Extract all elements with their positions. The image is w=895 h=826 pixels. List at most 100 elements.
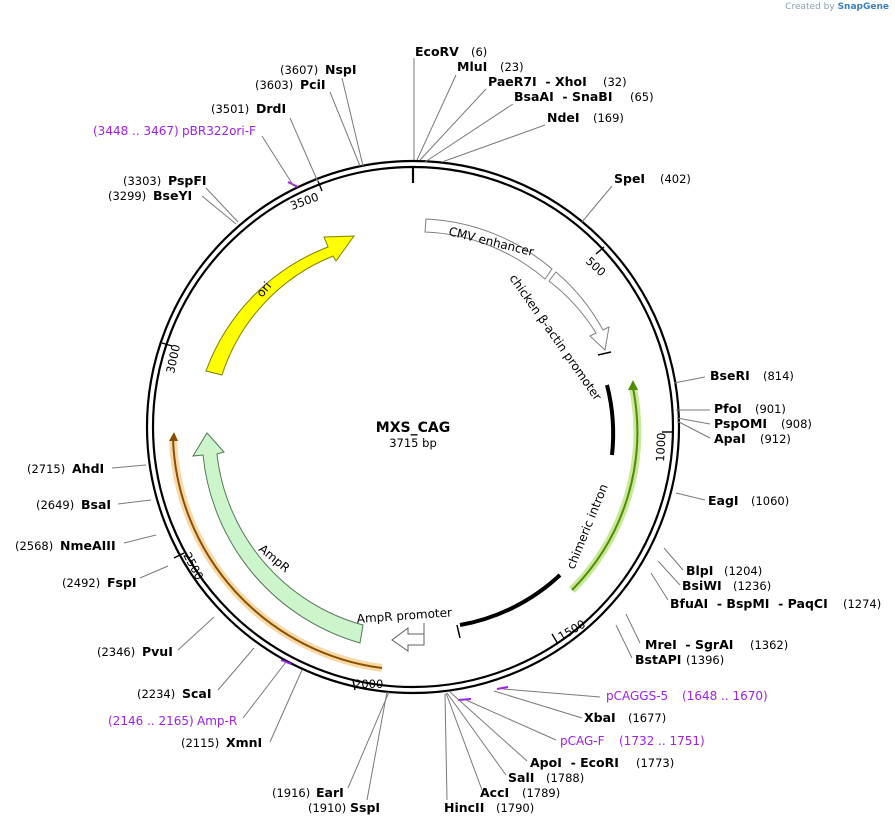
site-position: (1773) bbox=[636, 756, 674, 770]
site-label-sali: SalI (1788) bbox=[508, 770, 584, 785]
site-position: (1060) bbox=[751, 494, 789, 508]
site-label-bfuai: BfuAI - BspMI - PaqCI(1274) bbox=[670, 596, 881, 611]
intron-end-tick bbox=[456, 624, 461, 639]
site-name: MreI - SgrAI bbox=[645, 637, 733, 652]
site-name: XmnI bbox=[226, 735, 262, 750]
site-name: DrdI bbox=[256, 101, 286, 116]
ampr-promoter-arrow bbox=[391, 623, 425, 652]
primer-label-pcaggs: pCAGGS-5(1648 .. 1670) bbox=[606, 689, 768, 703]
primer-name: pCAG-F bbox=[560, 734, 605, 748]
site-label-bsiwi: BsiWI(1236) bbox=[682, 578, 771, 593]
site-label-eari: (1916) EarI bbox=[272, 785, 344, 800]
actin-promoter-arrow bbox=[548, 271, 610, 351]
site-name: AhdI bbox=[72, 461, 104, 476]
site-position: (2568) bbox=[15, 539, 53, 553]
site-label-pspfi: (3303)PspFI bbox=[123, 173, 207, 188]
site-position: (65) bbox=[630, 90, 654, 104]
site-label-mrei: MreI - SgrAI (1362) bbox=[645, 637, 788, 652]
leader-pcii bbox=[329, 91, 361, 167]
site-name: EarI bbox=[316, 785, 344, 800]
tick-500 bbox=[595, 246, 605, 255]
leader-hincii bbox=[444, 693, 448, 801]
credit-prefix: Created by bbox=[785, 2, 835, 12]
site-label-scai: (2234)ScaI bbox=[137, 686, 212, 701]
site-label-bstapi: BstAPI(1396) bbox=[635, 652, 724, 667]
site-position: (3299) bbox=[108, 189, 146, 203]
plasmid-length: 3715 bp bbox=[389, 436, 437, 450]
site-position: (1788) bbox=[546, 771, 584, 785]
site-position: (32) bbox=[603, 75, 627, 89]
leader-lines bbox=[111, 58, 711, 801]
ori-arrow bbox=[205, 235, 356, 376]
site-name: AccI bbox=[480, 785, 509, 800]
backbone-inner-ring bbox=[151, 165, 675, 689]
site-label-acci: AccI(1789) bbox=[480, 785, 560, 800]
site-position: (908) bbox=[781, 417, 812, 431]
site-name: ApaI bbox=[714, 431, 746, 446]
site-position: (3603) bbox=[255, 78, 293, 92]
tick-label-1000: 1000 bbox=[653, 432, 669, 462]
site-name: BsaAI - SnaBI bbox=[514, 89, 613, 104]
site-name: ScaI bbox=[182, 686, 212, 701]
site-position: (1916) bbox=[272, 786, 310, 800]
tick-3000 bbox=[161, 342, 173, 347]
actin-promoter-label: chicken β-actin promoter bbox=[507, 272, 605, 403]
site-position: (1910) bbox=[308, 801, 346, 815]
site-name: SalI bbox=[508, 770, 534, 785]
site-label-sspi: (1910) SspI bbox=[308, 800, 380, 815]
site-position: (1362) bbox=[750, 638, 788, 652]
primer-range: (1732 .. 1751) bbox=[619, 734, 705, 748]
site-label-eagi: EagI (1060) bbox=[708, 493, 789, 508]
leader-paer7i bbox=[419, 88, 487, 161]
leader-drdi bbox=[289, 117, 319, 183]
primer-range: (2146 .. 2165) bbox=[108, 714, 194, 728]
ampr-arrow bbox=[192, 432, 364, 644]
site-position: (901) bbox=[755, 402, 786, 416]
leader-apoi bbox=[449, 691, 528, 762]
site-position: (23) bbox=[500, 60, 524, 74]
site-name: SspI bbox=[350, 800, 380, 815]
ampr-promoter-label: AmpR promoter bbox=[356, 605, 452, 626]
leader-pvui bbox=[177, 616, 215, 651]
primer-label-pcagf: pCAG-F (1732 .. 1751) bbox=[560, 734, 705, 748]
leader-pcaggs bbox=[502, 688, 601, 698]
site-label-pcii: (3603) PciI bbox=[255, 77, 326, 92]
site-label-hincii: HincII(1790) bbox=[444, 800, 534, 815]
site-position: (2346) bbox=[97, 645, 135, 659]
leader-ahdi bbox=[111, 464, 147, 469]
site-name: EagI bbox=[708, 493, 739, 508]
site-label-xbai: XbaI(1677) bbox=[584, 710, 666, 725]
site-label-pvui: (2346)PvuI bbox=[97, 644, 173, 659]
primer-label-pbr322: (3448 .. 3467)pBR322ori-F bbox=[93, 124, 256, 138]
site-position: (2115) bbox=[181, 736, 219, 750]
primer-range: (1648 .. 1670) bbox=[682, 689, 768, 703]
leader-mlui bbox=[416, 74, 457, 161]
site-name: PciI bbox=[300, 77, 326, 92]
primer-name: pBR322ori-F bbox=[182, 124, 256, 138]
site-name: PaeR7I - XhoI bbox=[488, 74, 587, 89]
leader-bfuai bbox=[650, 572, 669, 601]
site-position: (1236) bbox=[733, 579, 771, 593]
tick-label-3000: 3000 bbox=[163, 343, 183, 375]
snapgene-credit: Created by SnapGene bbox=[785, 2, 889, 12]
leader-bsiwi bbox=[657, 560, 681, 586]
primer-mark-pcagf bbox=[457, 698, 472, 701]
tick-1500 bbox=[551, 633, 559, 645]
site-label-xmni: (2115) XmnI bbox=[181, 735, 262, 750]
leader-pcagf bbox=[465, 699, 557, 741]
site-position: (2715) bbox=[27, 462, 65, 476]
leader-pspfi bbox=[205, 187, 239, 223]
leader-bstapi bbox=[615, 624, 633, 659]
site-label-nmeaiii: (2568)NmeAIII bbox=[15, 538, 116, 553]
site-name: XbaI bbox=[584, 710, 616, 725]
site-name: BseYI bbox=[153, 188, 192, 203]
leader-scai bbox=[217, 647, 255, 691]
chimeric-intron-arrowhead bbox=[628, 380, 638, 390]
site-name: EcoRV bbox=[415, 44, 459, 59]
site-position: (912) bbox=[760, 432, 791, 446]
site-position: (1204) bbox=[724, 564, 762, 578]
site-position: (3303) bbox=[123, 174, 161, 188]
site-position: (6) bbox=[471, 45, 487, 59]
leader-blpi bbox=[663, 547, 684, 571]
leader-acci bbox=[445, 692, 483, 791]
